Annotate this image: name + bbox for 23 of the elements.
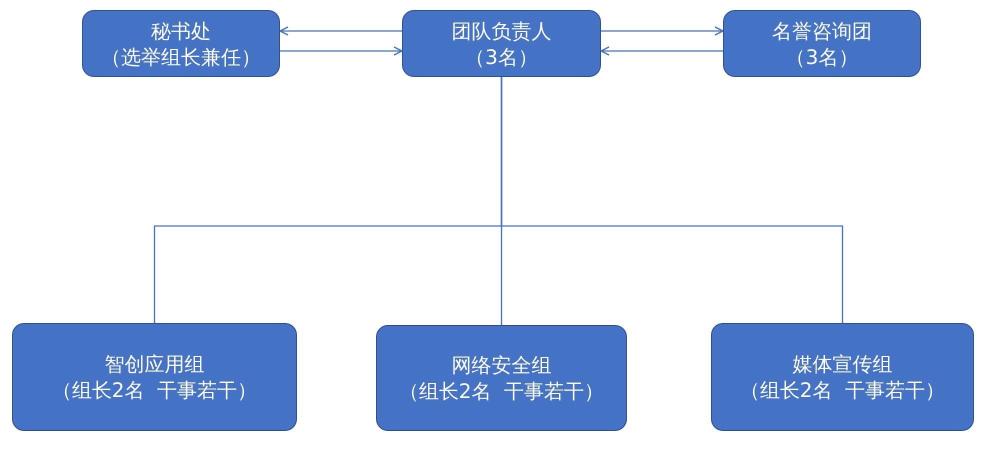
group-note: （选举组长兼任） <box>101 44 261 70</box>
group-name: 智创应用组 <box>104 351 204 377</box>
arrow <box>280 46 403 56</box>
group-box <box>12 323 297 431</box>
group-box <box>82 10 280 77</box>
arrow <box>600 46 723 56</box>
connector-line <box>500 77 844 323</box>
group-box <box>376 325 627 431</box>
group-note: （组长2名 干事若干） <box>52 377 258 403</box>
group-name: 秘书处 <box>151 18 211 44</box>
arrow <box>279 26 402 36</box>
group-name: 媒体宣传组 <box>792 351 892 377</box>
group-name: 团队负责人 <box>452 18 552 44</box>
group-name: 网络安全组 <box>452 352 552 378</box>
group-note: （组长2名 干事若干） <box>398 378 604 404</box>
group-note: （组长2名 干事若干） <box>740 377 946 403</box>
group-box <box>723 10 921 77</box>
group-note: （3名） <box>465 44 538 70</box>
group-note: （3名） <box>786 44 858 70</box>
group-name: 名誉咨询团 <box>772 18 872 44</box>
group-box <box>711 323 974 431</box>
arrow <box>601 26 724 36</box>
group-box <box>402 10 601 77</box>
